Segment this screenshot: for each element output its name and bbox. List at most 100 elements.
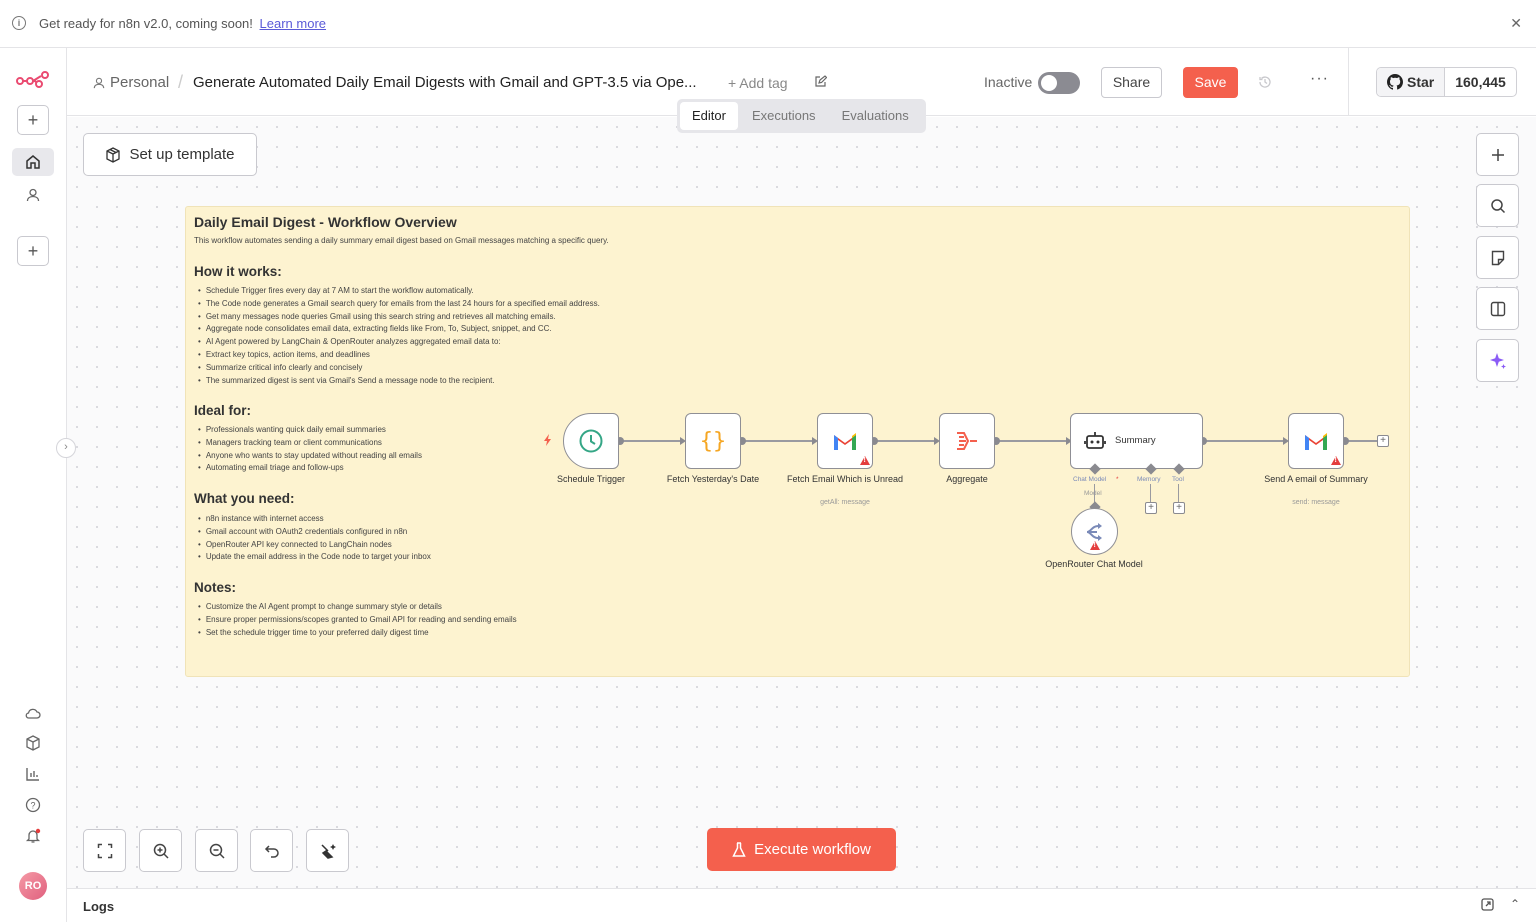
learn-more-link[interactable]: Learn more [259,16,327,31]
list-item: Managers tracking team or client communi… [198,437,422,450]
cloud-icon[interactable] [24,704,42,722]
fullscreen-icon [97,843,112,858]
history-icon[interactable] [1258,75,1272,94]
undo-button[interactable] [250,829,293,872]
sticky-note[interactable]: Daily Email Digest - Workflow Overview T… [185,206,1410,677]
connection[interactable] [620,440,682,442]
n8n-logo[interactable] [16,70,50,93]
status-label: Inactive [984,74,1033,90]
node-aggregate[interactable] [939,413,995,469]
warning-icon[interactable] [860,456,870,465]
bell-icon[interactable] [24,827,42,845]
input-handle[interactable] [680,437,686,445]
notes-list: Customize the AI Agent prompt to change … [198,601,517,639]
add-memory-icon[interactable]: + [1145,502,1157,514]
panel-icon [1490,301,1505,316]
setup-template-button[interactable]: Set up template [83,133,257,176]
execute-workflow-label: Execute workflow [754,841,871,858]
announcement-banner: i Get ready for n8n v2.0, coming soon! L… [0,0,1536,48]
add-tag-button[interactable]: + Add tag [728,75,788,91]
output-handle[interactable] [870,437,878,445]
node-fetch-yesterday-date[interactable]: {} [685,413,741,469]
output-handle[interactable] [1341,437,1349,445]
help-icon[interactable]: ? [24,796,42,814]
tidy-up-button[interactable] [306,829,349,872]
tab-executions[interactable]: Executions [751,108,816,123]
add-next-node-icon[interactable]: + [1377,435,1389,447]
tab-editor[interactable]: Editor [680,102,738,130]
active-toggle[interactable] [1038,72,1080,94]
input-handle[interactable] [1283,437,1289,445]
github-star-button[interactable]: Star [1377,68,1446,96]
edit-description-icon[interactable] [814,75,828,93]
setup-template-label: Set up template [129,146,235,163]
templates-icon[interactable] [24,734,42,752]
fit-view-button[interactable] [83,829,126,872]
node-openrouter-model[interactable] [1071,508,1118,555]
logs-title: Logs [83,899,115,914]
chat-model-label: Chat Model [1073,476,1107,483]
user-icon [93,77,105,88]
braces-icon: {} [700,429,726,454]
search-nodes-button[interactable] [1476,184,1519,227]
banner-text: Get ready for n8n v2.0, coming soon! Lea… [39,16,326,31]
chevron-right-icon[interactable]: › [56,438,76,458]
input-handle[interactable] [812,437,818,445]
section-heading: How it works: [194,264,282,279]
zoom-in-button[interactable] [139,829,182,872]
close-icon[interactable]: ✕ [1510,15,1522,31]
connection[interactable] [1094,484,1096,506]
add-sticky-button[interactable] [1476,236,1519,279]
output-handle[interactable] [992,437,1000,445]
input-handle[interactable] [1066,437,1072,445]
connection[interactable] [742,440,814,442]
robot-icon [1084,432,1106,449]
add-project-icon[interactable]: + [17,236,49,266]
output-handle[interactable] [616,437,624,445]
connection[interactable] [1345,440,1377,442]
list-item: Summarize critical info clearly and conc… [198,362,600,375]
add-icon[interactable]: + [17,105,49,135]
home-icon[interactable] [12,148,54,176]
save-button[interactable]: Save [1183,67,1238,98]
warning-icon[interactable] [1090,541,1100,550]
add-node-button[interactable] [1476,133,1519,176]
how-it-works-list: Schedule Trigger fires every day at 7 AM… [198,285,600,387]
tool-label: Tool [1172,476,1184,483]
gmail-icon [1305,433,1327,450]
logs-panel[interactable]: Logs ⌃ [67,888,1536,922]
connection[interactable] [1203,440,1285,442]
output-handle[interactable] [1199,437,1207,445]
toggle-panel-button[interactable] [1476,287,1519,330]
chevron-up-icon[interactable]: ⌃ [1509,897,1520,911]
zoom-out-button[interactable] [195,829,238,872]
node-send-email[interactable] [1288,413,1344,469]
node-schedule-trigger[interactable] [563,413,619,469]
node-summary-agent[interactable]: Summary [1070,413,1203,469]
more-options-icon[interactable]: ··· [1310,70,1329,87]
workflow-name[interactable]: Generate Automated Daily Email Digests w… [193,74,697,91]
clock-icon [579,429,603,453]
insights-icon[interactable] [24,765,42,783]
gmail-icon [834,433,856,450]
node-label: Schedule Trigger [556,474,626,484]
input-handle[interactable] [934,437,940,445]
github-star-widget[interactable]: Star 160,445 [1376,67,1517,97]
sticky-intro: This workflow automates sending a daily … [194,236,609,245]
warning-icon[interactable] [1331,456,1341,465]
connection[interactable] [874,440,936,442]
ai-assistant-button[interactable] [1476,339,1519,382]
breadcrumb-personal[interactable]: Personal [93,74,169,91]
share-button[interactable]: Share [1101,67,1162,98]
connection[interactable] [996,440,1068,442]
output-handle[interactable] [738,437,746,445]
avatar[interactable]: RO [19,872,47,900]
add-tool-icon[interactable]: + [1173,502,1185,514]
tab-evaluations[interactable]: Evaluations [841,108,909,123]
list-item: Customize the AI Agent prompt to change … [198,601,517,614]
pop-out-icon[interactable] [1481,898,1494,916]
node-fetch-email[interactable] [817,413,873,469]
what-you-need-list: n8n instance with internet access Gmail … [198,513,431,564]
execute-workflow-button[interactable]: Execute workflow [707,828,896,871]
user-icon[interactable] [24,186,42,204]
